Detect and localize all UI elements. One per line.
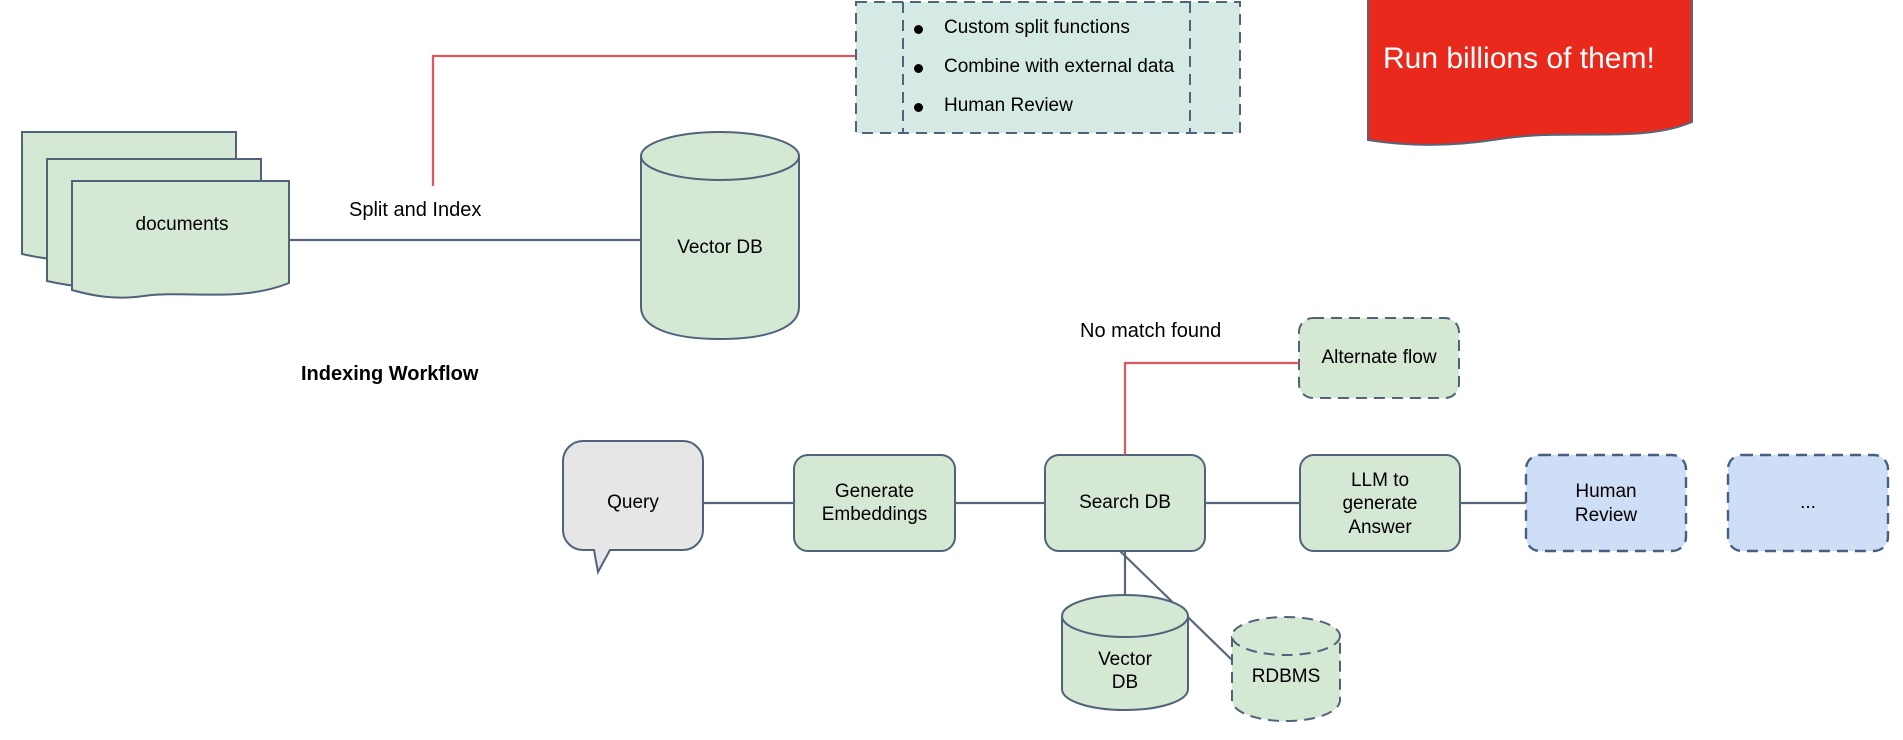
shape-more [1726, 453, 1890, 553]
more-node[interactable] [1728, 455, 1888, 551]
documents-node[interactable] [22, 132, 289, 300]
banner-label: Run billions of them! [1383, 42, 1655, 75]
shape-vector-db-index [640, 131, 800, 341]
shape-alternate-flow [1298, 317, 1460, 399]
indexing-workflow-title: Indexing Workflow [301, 363, 479, 385]
vector-db-index-node[interactable] [641, 132, 799, 339]
banner-node[interactable] [1368, 0, 1692, 146]
shape-banner [1367, 0, 1693, 146]
llm-node[interactable] [1300, 455, 1460, 551]
edge-split-to-note [431, 54, 856, 186]
shape-documents-stack [21, 131, 290, 299]
shape-query-callout [562, 440, 704, 575]
edge-no-match [1123, 361, 1299, 455]
note-item: Combine with external data [910, 56, 1174, 78]
alternate-flow-node[interactable] [1299, 318, 1459, 398]
note-item: Human Review [910, 95, 1174, 117]
human-review-node[interactable] [1526, 455, 1686, 551]
note-bullet-list: Custom split functions Combine with exte… [910, 17, 1174, 117]
query-node[interactable] [563, 441, 703, 572]
shape-human-review [1524, 453, 1688, 553]
note-box-node[interactable] [856, 2, 1240, 133]
vector-db-query-node[interactable] [1062, 595, 1188, 710]
shape-rdbms [1231, 616, 1341, 723]
search-db-node[interactable] [1045, 455, 1205, 551]
rdbms-node[interactable] [1232, 617, 1340, 721]
note-item: Custom split functions [910, 17, 1174, 39]
generate-embeddings-node[interactable] [794, 455, 955, 551]
shape-vector-db-query [1061, 594, 1189, 712]
no-match-found-label: No match found [1080, 320, 1222, 342]
split-and-index-label: Split and Index [349, 199, 482, 221]
